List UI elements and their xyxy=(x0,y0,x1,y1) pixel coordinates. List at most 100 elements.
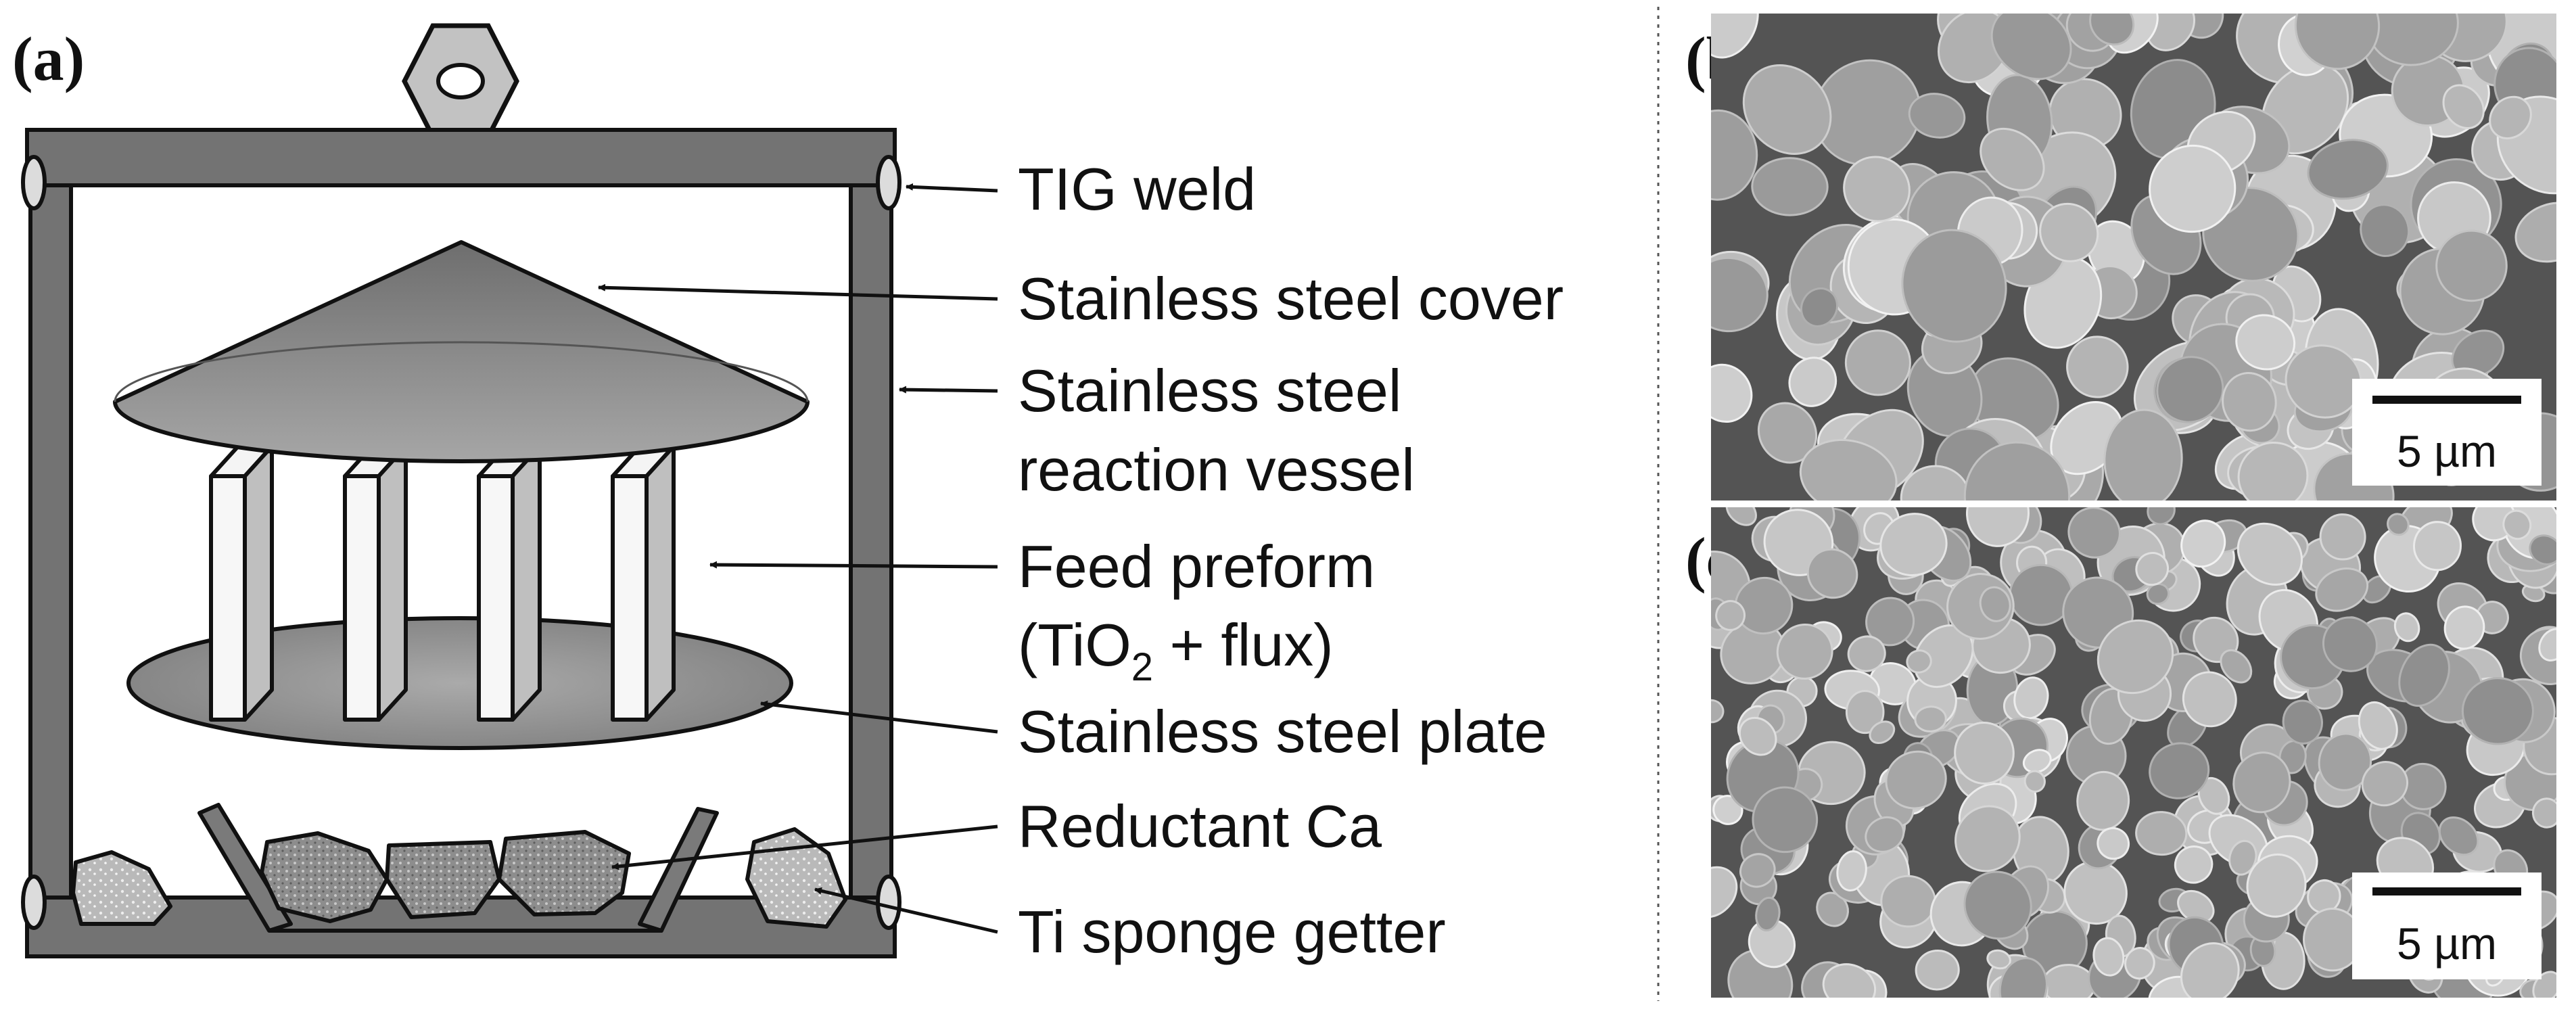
sem-particle xyxy=(1965,507,2030,547)
preform-suffix: + flux) xyxy=(1153,611,1334,678)
sem-particle xyxy=(2307,879,2341,914)
sem-particle xyxy=(1906,649,1932,674)
panel-a-label: (a) xyxy=(12,24,85,93)
sem-particle xyxy=(2358,701,2398,750)
sem-particle xyxy=(1776,623,1833,680)
feed-preforms xyxy=(209,444,676,722)
sem-particle xyxy=(2442,84,2485,129)
sem-particle xyxy=(1963,441,2071,501)
scalebar-b-text: 5 µm xyxy=(2397,426,2497,476)
sem-particle xyxy=(2174,845,2214,884)
sem-particle xyxy=(1739,853,1776,888)
sem-particle xyxy=(2076,770,2130,831)
sem-particle xyxy=(1865,816,1905,853)
sem-particle xyxy=(2235,314,2296,371)
sem-particle xyxy=(2228,839,2257,876)
sem-particle xyxy=(1901,229,2007,343)
sem-particle xyxy=(1908,93,1966,139)
sem-particle xyxy=(1963,870,2032,940)
reaction-vessel-frame xyxy=(25,128,897,958)
sem-particle xyxy=(1954,805,2021,872)
sem-particle xyxy=(2282,699,2323,745)
sem-particle xyxy=(2023,770,2046,793)
sem-particle xyxy=(2013,676,2049,720)
preform-subscript: 2 xyxy=(1131,645,1153,689)
reductant-ca-lumps xyxy=(260,830,631,923)
sem-particle xyxy=(2319,513,2366,561)
hanging-nut-icon xyxy=(402,23,519,139)
sem-particle xyxy=(2461,677,2534,745)
sem-particle xyxy=(1816,891,1849,927)
sem-particle xyxy=(1800,287,1838,327)
sem-particle xyxy=(2443,605,2485,650)
preform-prefix: (TiO xyxy=(1018,611,1131,678)
scalebar-c-text: 5 µm xyxy=(2397,918,2497,969)
sem-particle xyxy=(1711,109,1758,201)
sem-particle xyxy=(2182,671,2237,728)
callout-vessel-line1: Stainless steel xyxy=(1018,357,1401,424)
feed-preform-3 xyxy=(477,444,542,722)
sem-particle xyxy=(1843,156,1911,223)
sem-particle xyxy=(2387,513,2410,536)
sem-particle xyxy=(1844,329,1911,396)
sem-particle xyxy=(2246,853,2307,918)
sem-particle xyxy=(1725,507,1757,526)
sem-particle xyxy=(1879,513,1948,577)
sem-particle xyxy=(2097,619,2174,695)
sem-particle xyxy=(2135,552,2170,586)
sem-particle xyxy=(1954,722,2015,785)
sem-particle xyxy=(1711,363,1753,423)
sem-particle xyxy=(1742,64,1832,155)
callout-preform-line2: (TiO2 + flux) xyxy=(1018,611,1334,689)
sem-particle xyxy=(2149,742,2210,799)
sem-particle xyxy=(1711,14,1759,59)
sem-particle xyxy=(1998,957,2048,998)
sem-particle xyxy=(2156,356,2224,423)
sem-particle xyxy=(2502,509,2532,540)
sem-particle xyxy=(1979,586,2011,622)
scalebar-c: 5 µm xyxy=(2352,872,2542,979)
sem-particle xyxy=(2180,942,2240,998)
sem-particle xyxy=(2412,521,2462,572)
sem-particle xyxy=(2232,751,2291,814)
sem-particle xyxy=(2149,144,2237,233)
panel-a-schematic: TIG weld Stainless steel cover Stainless… xyxy=(12,23,1564,965)
sem-particle xyxy=(2092,937,2125,977)
sem-particle xyxy=(1836,850,1867,892)
sem-particle xyxy=(1885,750,1947,810)
sem-particle xyxy=(1845,690,1885,735)
scalebar-b: 5 µm xyxy=(2352,379,2542,486)
callout-plate: Stainless steel plate xyxy=(1018,698,1547,765)
sem-particle xyxy=(1980,127,2045,191)
sem-particle xyxy=(2089,14,2135,46)
sem-particle xyxy=(2041,964,2096,998)
sem-particle xyxy=(2067,507,2121,559)
callout-arrows xyxy=(597,183,998,934)
sem-particle xyxy=(2294,14,2381,70)
sem-particles-b xyxy=(1711,14,2556,501)
feed-preform-2 xyxy=(343,444,408,722)
sem-particle xyxy=(1752,786,1819,854)
sem-particle xyxy=(1806,548,1858,599)
sem-particle xyxy=(2124,947,2155,980)
sem-particle xyxy=(1711,699,1725,724)
sem-particle xyxy=(2022,749,2052,774)
sem-particle xyxy=(2361,761,2408,807)
sem-particle xyxy=(2514,202,2556,263)
sem-particle xyxy=(2039,202,2099,262)
callout-tig-weld: TIG weld xyxy=(1018,156,1256,223)
sem-particle xyxy=(2097,827,2130,860)
sem-particle xyxy=(1990,14,2072,80)
sem-particle xyxy=(1799,438,1898,501)
sem-particle xyxy=(2438,816,2479,856)
sem-particle xyxy=(1788,356,1837,407)
sem-particle xyxy=(2398,643,2450,707)
sem-particle xyxy=(2315,567,2369,612)
callout-reductant: Reductant Ca xyxy=(1018,793,1382,860)
sem-particle xyxy=(1715,600,1746,631)
sem-particle xyxy=(1822,963,1877,998)
sem-particle xyxy=(2135,811,2188,856)
sem-particle xyxy=(1711,256,1769,333)
